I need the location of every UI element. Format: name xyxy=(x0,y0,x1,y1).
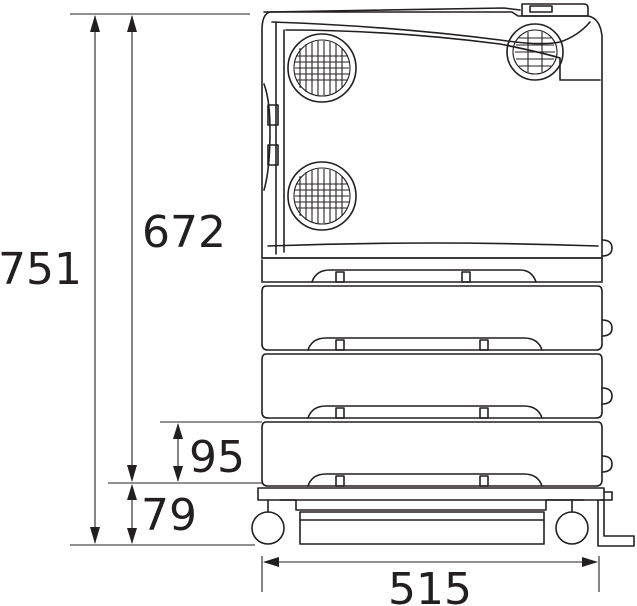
base-top-rail xyxy=(257,487,605,501)
dim-672-arrow-bottom xyxy=(127,465,137,482)
dim-751-arrow-top xyxy=(90,15,100,32)
base-frame xyxy=(279,499,585,511)
latch-lower xyxy=(267,144,279,166)
stabilizer-foot xyxy=(597,499,635,547)
main-side-knob xyxy=(601,239,613,257)
dim-95-arrow-bottom xyxy=(173,466,183,482)
dim-515-arrow-left xyxy=(263,557,279,567)
dim-515-arrow-right xyxy=(582,557,598,567)
label-515: 515 xyxy=(388,564,472,606)
main-tray-frame xyxy=(261,257,603,283)
vent-upper-right xyxy=(506,23,564,81)
dim-672-arrow-top xyxy=(127,15,137,32)
label-751: 751 xyxy=(0,244,82,295)
control-panel-button xyxy=(521,3,589,17)
printer-main-unit xyxy=(261,3,613,283)
vent-lower-left xyxy=(287,161,357,231)
latch-upper xyxy=(267,104,279,126)
side-handle-curve xyxy=(263,83,271,191)
vent-upper-left xyxy=(287,33,357,103)
dim-79-arrow-bottom xyxy=(127,528,137,544)
caster-right xyxy=(555,511,589,545)
main-tray-clip-2 xyxy=(461,271,471,283)
printer-body-outline xyxy=(261,11,603,259)
base-front-panel xyxy=(299,511,545,545)
dim-751-arrow-bottom xyxy=(90,527,100,544)
paper-tray-1 xyxy=(261,285,613,351)
main-body-front-curve xyxy=(267,242,599,247)
paper-tray-2 xyxy=(261,353,613,419)
caster-left xyxy=(251,511,285,545)
main-tray-handle xyxy=(311,269,537,283)
caster-base xyxy=(251,487,635,547)
control-panel-display xyxy=(529,5,553,13)
label-79: 79 xyxy=(141,490,197,541)
printer-panel-curve xyxy=(285,29,601,81)
dimension-lines xyxy=(70,13,600,592)
main-tray-clip-1 xyxy=(335,271,345,283)
label-672: 672 xyxy=(142,207,226,258)
label-95: 95 xyxy=(189,432,245,483)
stabilizer-bracket xyxy=(603,491,613,501)
paper-tray-3 xyxy=(261,421,613,487)
printer-top-edge xyxy=(269,7,521,13)
printer-top-curve xyxy=(271,21,591,45)
dimension-labels: 751 672 95 79 515 xyxy=(0,207,472,606)
dim-95-arrow-top xyxy=(173,423,183,439)
dim-79-arrow-top xyxy=(127,484,137,500)
